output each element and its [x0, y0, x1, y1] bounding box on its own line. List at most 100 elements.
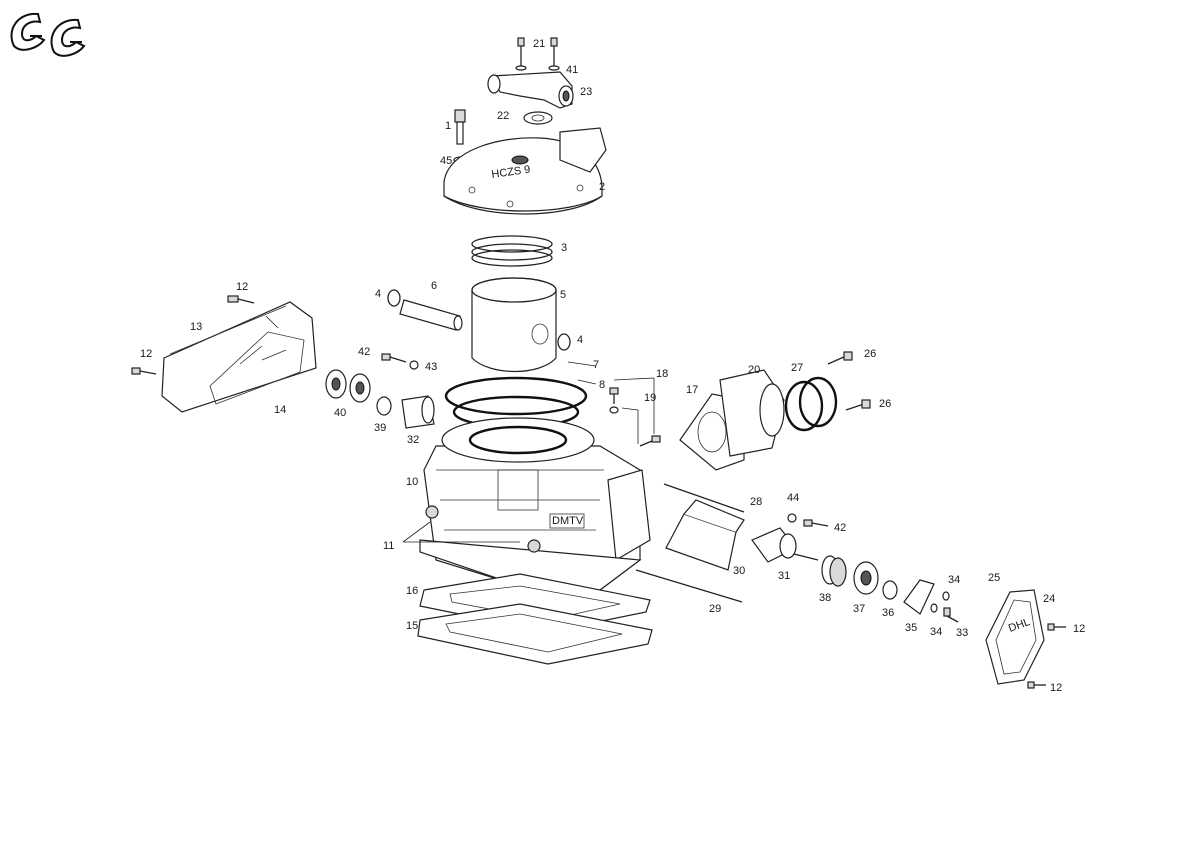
callout-2: 2 [599, 181, 605, 193]
bolt-19 [609, 387, 619, 414]
washer-43 [409, 360, 419, 370]
water-outlet-23 [487, 71, 574, 109]
gasket-13 [169, 305, 287, 355]
callout-3: 3 [561, 242, 567, 254]
callout-29: 29 [709, 603, 721, 615]
base-gasket-15 [417, 603, 653, 665]
rod-29 [635, 569, 743, 603]
callout-11: 11 [383, 540, 394, 552]
cylinder-10: DMTV [419, 417, 651, 591]
callout-16: 16 [406, 585, 418, 597]
callout-33: 33 [956, 627, 968, 639]
gasket-7 [444, 376, 588, 416]
callout-12-left: 12 [140, 348, 152, 360]
washer-34-bottom [930, 603, 938, 613]
side-cover-14 [161, 301, 317, 413]
callout-34-top: 34 [948, 574, 960, 586]
callout-19: 19 [644, 392, 656, 404]
callout-12-top: 12 [236, 281, 248, 293]
callout-42-right: 42 [834, 522, 846, 534]
callout-27: 27 [791, 362, 803, 374]
callout-25: 25 [988, 572, 1000, 584]
callout-7: 7 [593, 359, 599, 371]
callout-42-left: 42 [358, 346, 370, 358]
callout-32: 32 [407, 434, 419, 446]
seal-36 [882, 580, 898, 600]
bolt-21 [515, 37, 527, 71]
callout-24: 24 [1043, 593, 1055, 605]
callout-26-top: 26 [864, 348, 876, 360]
callout-6: 6 [431, 280, 437, 292]
valve-cover-24: DHL [985, 589, 1045, 685]
callout-28: 28 [750, 496, 762, 508]
callout-5: 5 [560, 289, 566, 301]
ring-39 [376, 396, 392, 416]
callout-1: 1 [445, 120, 451, 132]
callout-45: 45 [440, 155, 452, 167]
leader-lines [265, 315, 655, 543]
bolt-1 [454, 109, 466, 145]
bolt-12-right-lower [1027, 681, 1046, 689]
lever-35 [903, 579, 935, 615]
bearing-37 [853, 561, 879, 595]
callout-34-bottom: 34 [930, 626, 942, 638]
shaft-31 [751, 527, 819, 563]
svg-text:DMTV: DMTV [552, 515, 584, 527]
callout-8: 8 [599, 379, 605, 391]
piston-pin-6 [399, 299, 463, 331]
gg-logo [10, 12, 86, 57]
bolt-26-bottom [845, 399, 871, 411]
callout-43: 43 [425, 361, 437, 373]
callout-30: 30 [733, 565, 745, 577]
bolt-26-top [827, 351, 853, 365]
sleeve-32 [401, 395, 435, 429]
callout-15: 15 [406, 620, 418, 632]
callout-12-right-lower: 12 [1050, 682, 1062, 694]
callout-26-bottom: 26 [879, 398, 891, 410]
screw-33 [943, 607, 959, 623]
callout-17: 17 [686, 384, 698, 396]
bolt-12-right-upper [1047, 623, 1066, 631]
bearing-40 [325, 369, 371, 403]
callout-38: 38 [819, 592, 831, 604]
callout-39: 39 [374, 422, 386, 434]
rod-28 [663, 483, 745, 513]
callout-22: 22 [497, 110, 509, 122]
screw-18 [639, 435, 661, 447]
callout-41: 41 [566, 64, 578, 76]
callout-44: 44 [787, 492, 799, 504]
callout-10: 10 [406, 476, 418, 488]
washer-34-top [942, 591, 950, 601]
circlip-4-left [387, 289, 401, 307]
callout-20: 20 [748, 364, 760, 376]
callout-4-right: 4 [577, 334, 583, 346]
screw-42-right [803, 519, 829, 527]
exhaust-valve-30 [665, 499, 745, 571]
callout-35: 35 [905, 622, 917, 634]
piston-rings-3 [471, 235, 553, 267]
washer-44 [787, 513, 797, 523]
svg-text:HCZS 9: HCZS 9 [491, 164, 531, 181]
bolt-12-left [131, 367, 157, 375]
callout-36: 36 [882, 607, 894, 619]
callout-40: 40 [334, 407, 346, 419]
callout-labels: 21 41 23 22 1 45 2 3 4 6 5 4 7 8 18 19 1… [140, 38, 1085, 694]
callout-18: 18 [656, 368, 668, 380]
callout-12-right-upper: 12 [1073, 623, 1085, 635]
bolt-41 [548, 37, 560, 71]
callout-37: 37 [853, 603, 865, 615]
bolt-12-top [227, 295, 255, 304]
cylinder-head-2: HCZS 9 [443, 127, 607, 215]
piston-5 [471, 277, 557, 373]
callout-31: 31 [778, 570, 790, 582]
bushing-38 [821, 555, 847, 587]
exhaust-manifold-20 [719, 369, 785, 457]
screw-42-left [381, 353, 407, 363]
callout-21: 21 [533, 38, 545, 50]
o-rings-27 [784, 376, 838, 432]
callout-4-left: 4 [375, 288, 381, 300]
gasket-22 [523, 111, 553, 125]
circlip-4-right [557, 333, 571, 351]
callout-23: 23 [580, 86, 592, 98]
